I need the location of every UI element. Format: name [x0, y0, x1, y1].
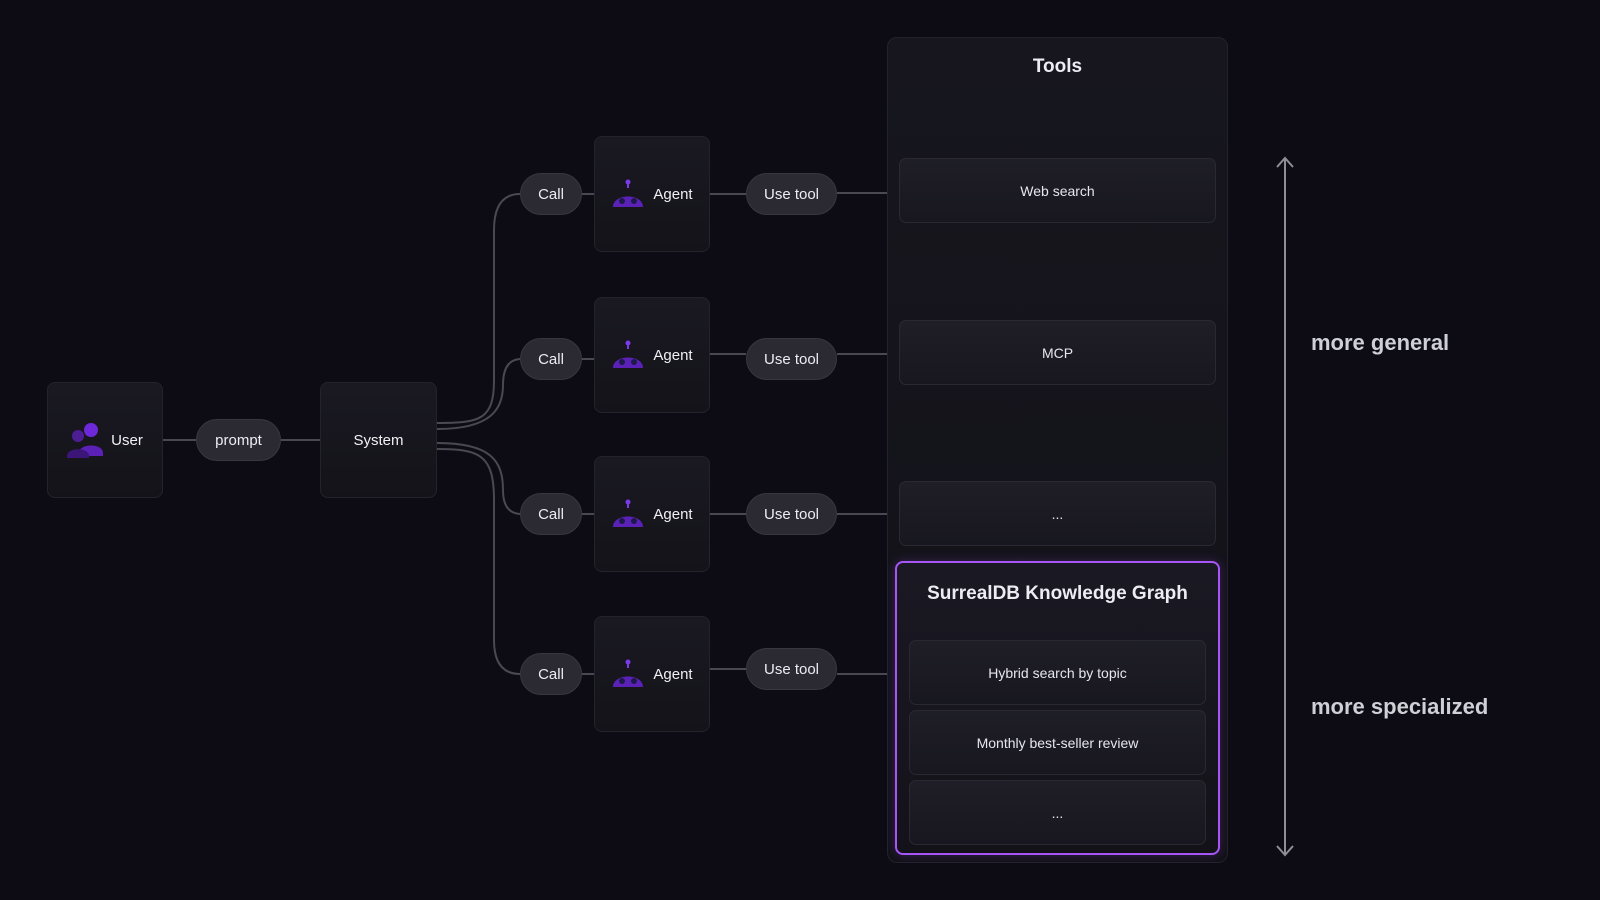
kg-tool-best-seller-review[interactable]: Monthly best-seller review	[909, 710, 1206, 775]
call-label: Call	[538, 505, 564, 523]
system-label: System	[353, 431, 404, 449]
tool-web-search[interactable]: Web search	[899, 158, 1216, 223]
tool-label: ...	[1051, 804, 1064, 821]
call-pill-1[interactable]: Call	[520, 173, 582, 215]
use-tool-pill-2[interactable]: Use tool	[746, 338, 837, 380]
prompt-label: prompt	[215, 431, 262, 449]
tool-mcp[interactable]: MCP	[899, 320, 1216, 385]
agent-node-2[interactable]: Agent	[594, 297, 710, 413]
use-tool-pill-3[interactable]: Use tool	[746, 493, 837, 535]
use-tool-label: Use tool	[763, 350, 820, 368]
kg-tool-hybrid-search[interactable]: Hybrid search by topic	[909, 640, 1206, 705]
agent-label: Agent	[653, 346, 693, 364]
agent-label: Agent	[653, 665, 693, 683]
robot-icon	[613, 340, 644, 368]
connector-system-call-1	[436, 193, 521, 424]
call-pill-2[interactable]: Call	[520, 338, 582, 380]
user-label: User	[111, 431, 143, 449]
call-pill-4[interactable]: Call	[520, 653, 582, 695]
kg-tool-more[interactable]: ...	[909, 780, 1206, 845]
call-pill-3[interactable]: Call	[520, 493, 582, 535]
use-tool-label: Use tool	[763, 660, 820, 678]
call-label: Call	[538, 350, 564, 368]
use-tool-label: Use tool	[763, 505, 820, 523]
tool-label: ...	[1051, 505, 1064, 522]
scale-label-specialized: more specialized	[1311, 694, 1489, 719]
agent-node-3[interactable]: Agent	[594, 456, 710, 572]
prompt-pill[interactable]: prompt	[196, 419, 281, 461]
tool-label: Monthly best-seller review	[976, 734, 1139, 751]
call-label: Call	[538, 185, 564, 203]
users-icon	[67, 423, 104, 458]
call-label: Call	[538, 665, 564, 683]
tools-title: Tools	[1032, 56, 1083, 77]
user-node[interactable]: User	[47, 382, 163, 498]
agent-label: Agent	[653, 505, 693, 523]
tool-label: Hybrid search by topic	[988, 664, 1127, 681]
tool-label: Web search	[1020, 182, 1095, 199]
use-tool-pill-1[interactable]: Use tool	[746, 173, 837, 215]
connector-system-call-3	[436, 442, 521, 515]
use-tool-pill-4[interactable]: Use tool	[746, 648, 837, 690]
agent-node-4[interactable]: Agent	[594, 616, 710, 732]
agent-node-1[interactable]: Agent	[594, 136, 710, 252]
agent-label: Agent	[653, 185, 693, 203]
tool-more[interactable]: ...	[899, 481, 1216, 546]
robot-icon	[613, 659, 644, 687]
tool-label: MCP	[1041, 344, 1074, 361]
scale-arrow	[1276, 156, 1294, 857]
connector-system-call-4	[436, 448, 521, 675]
use-tool-label: Use tool	[763, 185, 820, 203]
knowledge-graph-title: SurrealDB Knowledge Graph	[927, 583, 1188, 604]
system-node[interactable]: System	[320, 382, 437, 498]
scale-label-general: more general	[1311, 330, 1450, 355]
robot-icon	[613, 499, 644, 527]
robot-icon	[613, 179, 644, 207]
connector-system-call-2	[436, 358, 521, 430]
